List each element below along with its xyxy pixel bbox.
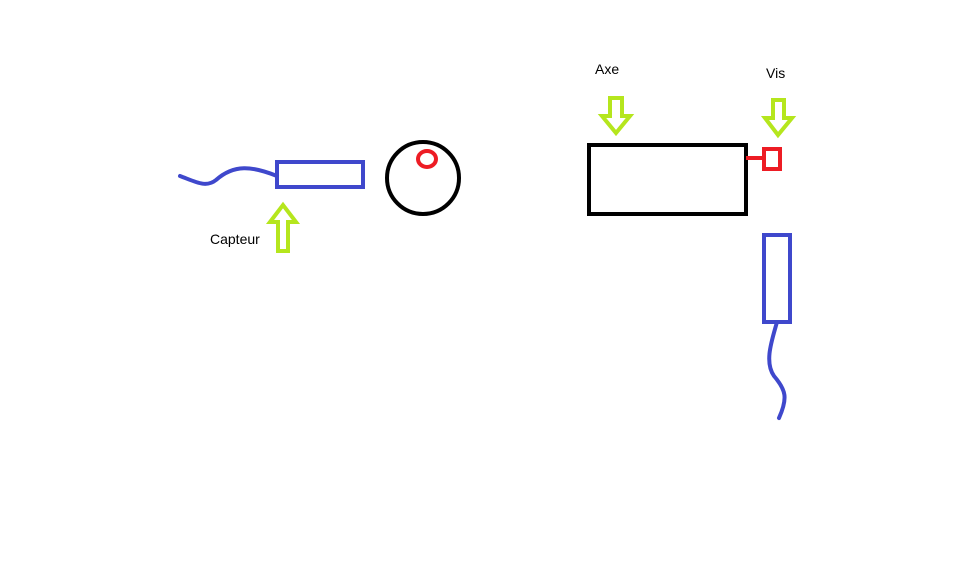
sensor-cable-right [767,320,787,420]
shaft-body [587,143,748,216]
screw-marker-disc [416,149,438,169]
sensor-cable-left [178,166,279,186]
label-vis: Vis [766,65,786,81]
label-capteur: Capteur [210,231,260,247]
sensor-body-left [275,160,365,189]
sensor-body-right [762,233,792,324]
arrow-down-axe [597,96,635,137]
label-axe: Axe [595,61,620,77]
screw-head [762,147,782,171]
disc-front-view [385,140,461,216]
arrow-down-vis [760,98,797,139]
arrow-up-capteur [265,201,301,253]
